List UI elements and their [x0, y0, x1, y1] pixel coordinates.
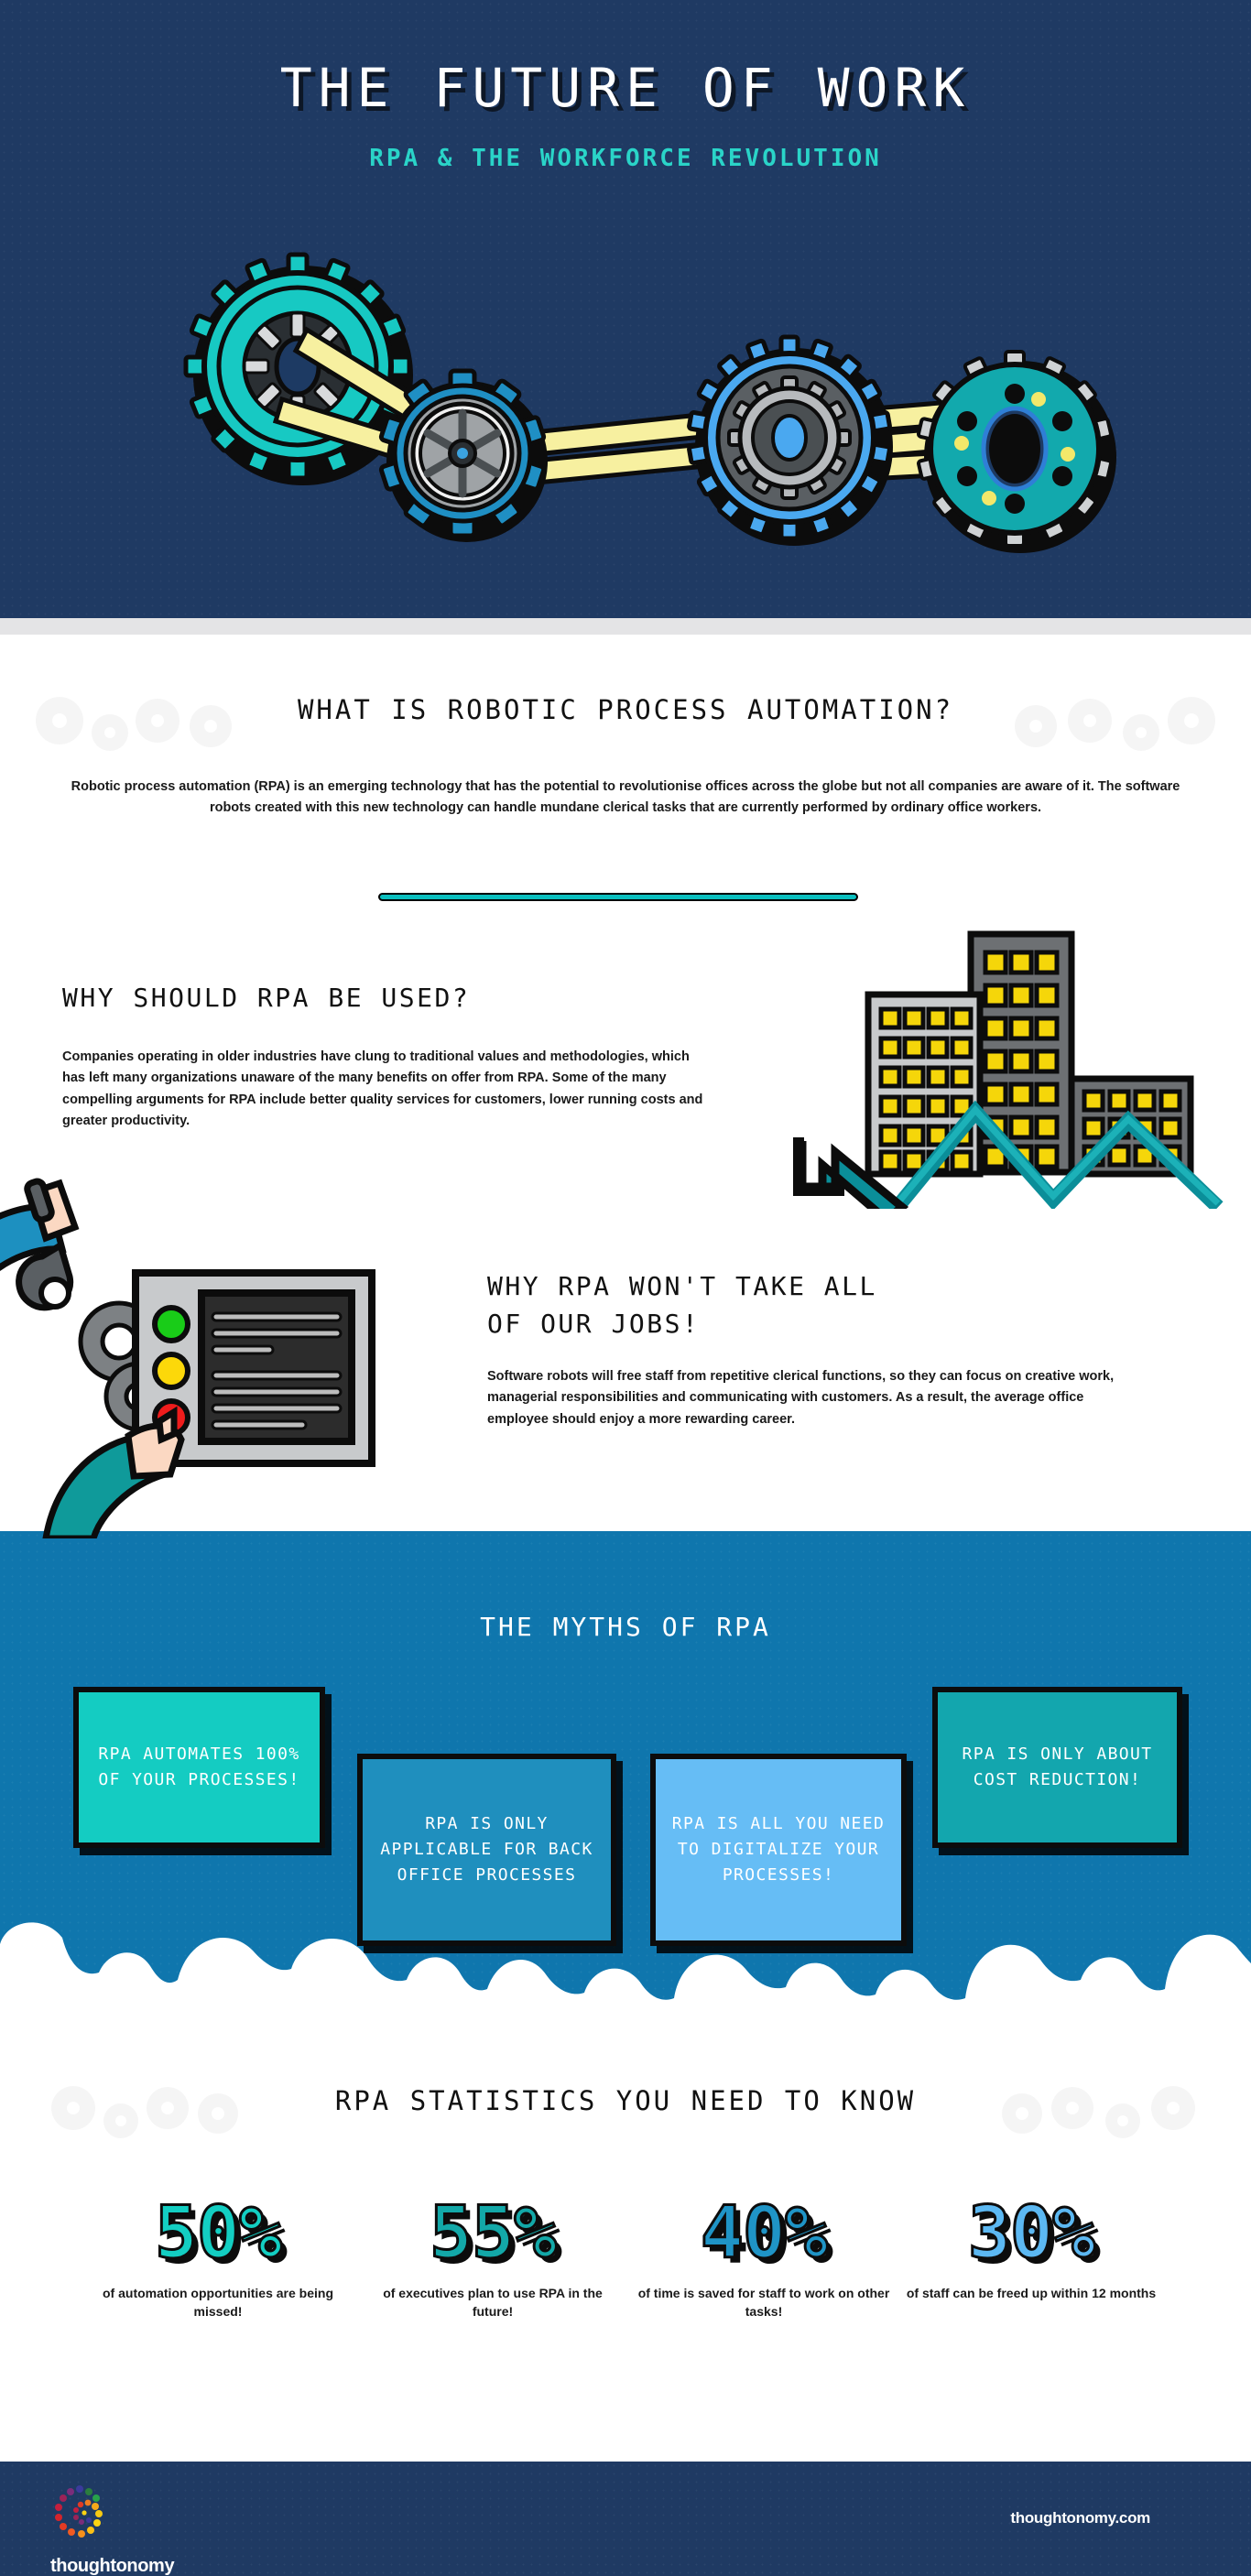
gear-decoration-stats-left: [51, 2086, 238, 2138]
footer: thoughtonomy thoughtonomy.com: [0, 2462, 1251, 2576]
stat-value-4: 30%: [967, 2192, 1097, 2275]
stat-caption-4: of staff can be freed up within 12 month…: [906, 2286, 1157, 2300]
city-growth-chart-illustration: [793, 930, 1224, 1209]
stats-heading: RPA STATISTICS YOU NEED TO KNOW: [334, 2085, 917, 2116]
brand-logo[interactable]: thoughtonomy: [50, 2482, 175, 2576]
myth-card-2-text: RPA IS ONLY APPLICABLE FOR BACK OFFICE P…: [380, 1814, 593, 1885]
gear-decoration-stats-right: [1002, 2086, 1195, 2138]
myth-card-1[interactable]: RPA AUTOMATES 100% OF YOUR PROCESSES!: [73, 1687, 325, 1848]
myths-section: THE MYTHS OF RPA RPA AUTOMATES 100% OF Y…: [0, 1531, 1251, 2016]
jobs-paragraph: Software robots will free staff from rep…: [487, 1369, 1115, 1427]
gear-decoration-left: [36, 697, 232, 751]
hero-banner: THE FUTURE OF WORK RPA & THE WORKFORCE R…: [0, 0, 1251, 618]
stat-caption-1: of automation opportunities are being mi…: [103, 2286, 333, 2320]
stat-item-4: 30% of staff can be freed up within 12 m…: [903, 2192, 1159, 2302]
stat-value-2: 55%: [429, 2192, 559, 2275]
myth-card-3[interactable]: RPA IS ALL YOU NEED TO DIGITALIZE YOUR P…: [650, 1754, 907, 1946]
jobs-heading: WHY RPA WON'T TAKE ALL OF OUR JOBS!: [487, 1268, 1128, 1342]
robot-control-panel-illustration: [0, 1178, 375, 1538]
stat-item-3: 40% of time is saved for staff to work o…: [636, 2192, 892, 2321]
brand-name: thoughtonomy: [50, 2556, 175, 2576]
page-subtitle: RPA & THE WORKFORCE REVOLUTION: [369, 145, 882, 172]
section-divider-strip: [0, 618, 1251, 635]
stat-value-1: 50%: [154, 2192, 284, 2275]
cloud-divider: [0, 1922, 1251, 2016]
gear-decoration-right: [1015, 697, 1215, 751]
why-rpa-paragraph: Companies operating in older industries …: [62, 1049, 703, 1129]
myths-heading: THE MYTHS OF RPA: [480, 1612, 771, 1642]
stat-value-3: 40%: [700, 2192, 830, 2275]
what-is-rpa-paragraph: Robotic process automation (RPA) is an e…: [71, 779, 1180, 816]
section-accent-rule: [378, 893, 858, 901]
footer-website-link[interactable]: thoughtonomy.com: [1010, 2509, 1150, 2527]
stat-caption-2: of executives plan to use RPA in the fut…: [383, 2286, 603, 2320]
status-light-green: [152, 1305, 190, 1343]
myth-card-4-text: RPA IS ONLY ABOUT COST REDUCTION!: [962, 1745, 1153, 1789]
thoughtonomy-swirl-icon: [55, 2485, 103, 2538]
why-rpa-heading: WHY SHOULD RPA BE USED?: [62, 983, 471, 1013]
page-title: THE FUTURE OF WORK: [279, 57, 972, 119]
jobs-heading-line-1: WHY RPA WON'T TAKE ALL: [487, 1271, 877, 1301]
myth-card-1-text: RPA AUTOMATES 100% OF YOUR PROCESSES!: [98, 1745, 300, 1789]
stat-item-2: 55% of executives plan to use RPA in the…: [364, 2192, 621, 2321]
myth-card-2[interactable]: RPA IS ONLY APPLICABLE FOR BACK OFFICE P…: [357, 1754, 616, 1946]
myth-card-4[interactable]: RPA IS ONLY ABOUT COST REDUCTION!: [932, 1687, 1182, 1848]
myth-card-3-text: RPA IS ALL YOU NEED TO DIGITALIZE YOUR P…: [671, 1814, 886, 1885]
what-is-rpa-heading: WHAT IS ROBOTIC PROCESS AUTOMATION?: [297, 694, 954, 725]
stat-caption-3: of time is saved for staff to work on ot…: [637, 2286, 890, 2320]
status-light-yellow: [152, 1352, 190, 1390]
jobs-heading-line-2: OF OUR JOBS!: [487, 1308, 701, 1339]
stat-item-1: 50% of automation opportunities are bein…: [90, 2192, 346, 2321]
gears-illustration: [183, 252, 1116, 553]
